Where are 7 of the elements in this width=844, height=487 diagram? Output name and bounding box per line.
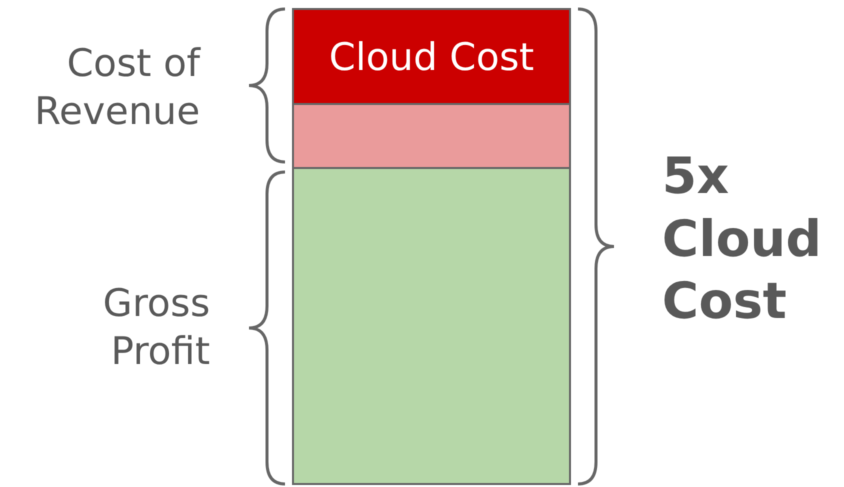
segment-label: Cloud Cost [328, 34, 534, 78]
brace-annotation: 5x Cloud Cost [662, 146, 823, 332]
cost-bar-segment [292, 8, 571, 105]
brace-label: Cost of Revenue [34, 40, 200, 134]
profit-bar-segment [292, 167, 571, 485]
cost-bar-segment [292, 103, 571, 169]
brace-label: Gross Profit [102, 280, 210, 374]
